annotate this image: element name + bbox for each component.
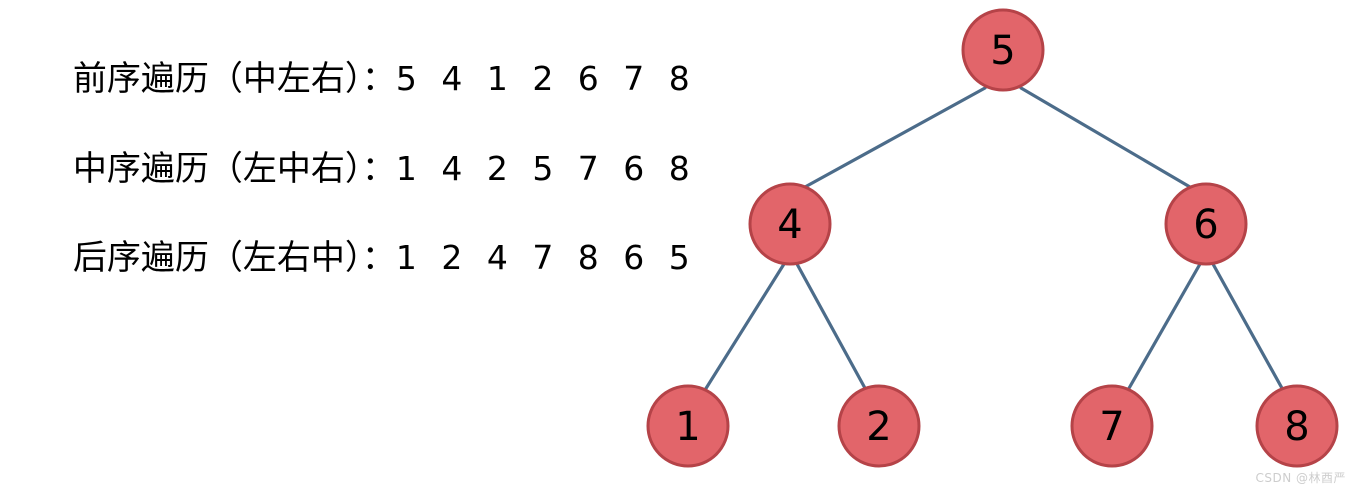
tree-node-7[interactable]: 7	[1070, 384, 1154, 468]
tree-node-8[interactable]: 8	[1255, 384, 1339, 468]
traversal-line-postorder: 后序遍历（左右中）：1 2 4 7 8 6 5	[8, 207, 697, 309]
tree-node-label-5: 5	[990, 28, 1015, 74]
tree-node-1[interactable]: 1	[646, 384, 730, 468]
tree-node-label-7: 7	[1099, 404, 1124, 450]
traversal-line-preorder: 前序遍历（中左右）：5 4 1 2 6 7 8	[8, 28, 697, 130]
traversal-label-inorder: 中序遍历（左中右）：	[72, 149, 396, 189]
tree-edge-n5-n4	[803, 86, 987, 189]
tree-node-circle-2	[837, 384, 921, 468]
tree-node-circle-6	[1164, 182, 1248, 266]
tree-nodes-group: 5 4 6 1 2 7 8	[646, 8, 1339, 468]
traversal-sequence-inorder: 1 4 2 5 7 6 8	[395, 149, 697, 188]
tree-node-label-2: 2	[866, 404, 891, 450]
tree-node-label-1: 1	[675, 404, 700, 450]
tree-edge-n6-n7	[1126, 262, 1202, 392]
tree-node-5[interactable]: 5	[961, 8, 1045, 92]
traversal-label-preorder: 前序遍历（中左右）：	[72, 59, 396, 99]
tree-node-2[interactable]: 2	[837, 384, 921, 468]
tree-node-circle-7	[1070, 384, 1154, 468]
tree-edge-n6-n8	[1211, 262, 1285, 392]
tree-node-circle-8	[1255, 384, 1339, 468]
traversal-text-block: 前序遍历（中左右）：5 4 1 2 6 7 8 中序遍历（左中右）：1 4 2 …	[8, 0, 708, 290]
tree-node-4[interactable]: 4	[748, 182, 832, 266]
tree-edge-n5-n6	[1019, 86, 1192, 189]
tree-node-label-8: 8	[1284, 404, 1309, 450]
tree-edge-n4-n2	[795, 262, 868, 392]
traversal-sequence-postorder: 1 2 4 7 8 6 5	[395, 238, 697, 277]
tree-edges-group	[703, 86, 1285, 392]
tree-node-label-6: 6	[1193, 202, 1218, 248]
tree-edge-n4-n1	[703, 262, 786, 392]
traversal-line-inorder: 中序遍历（左中右）：1 4 2 5 7 6 8	[8, 118, 697, 220]
watermark-text: CSDN @林酉严	[1255, 471, 1346, 485]
traversal-sequence-preorder: 5 4 1 2 6 7 8	[395, 59, 697, 98]
tree-node-label-4: 4	[777, 202, 802, 248]
tree-node-circle-5	[961, 8, 1045, 92]
tree-node-circle-1	[646, 384, 730, 468]
tree-node-6[interactable]: 6	[1164, 182, 1248, 266]
tree-node-circle-4	[748, 182, 832, 266]
traversal-label-postorder: 后序遍历（左右中）：	[72, 238, 396, 278]
